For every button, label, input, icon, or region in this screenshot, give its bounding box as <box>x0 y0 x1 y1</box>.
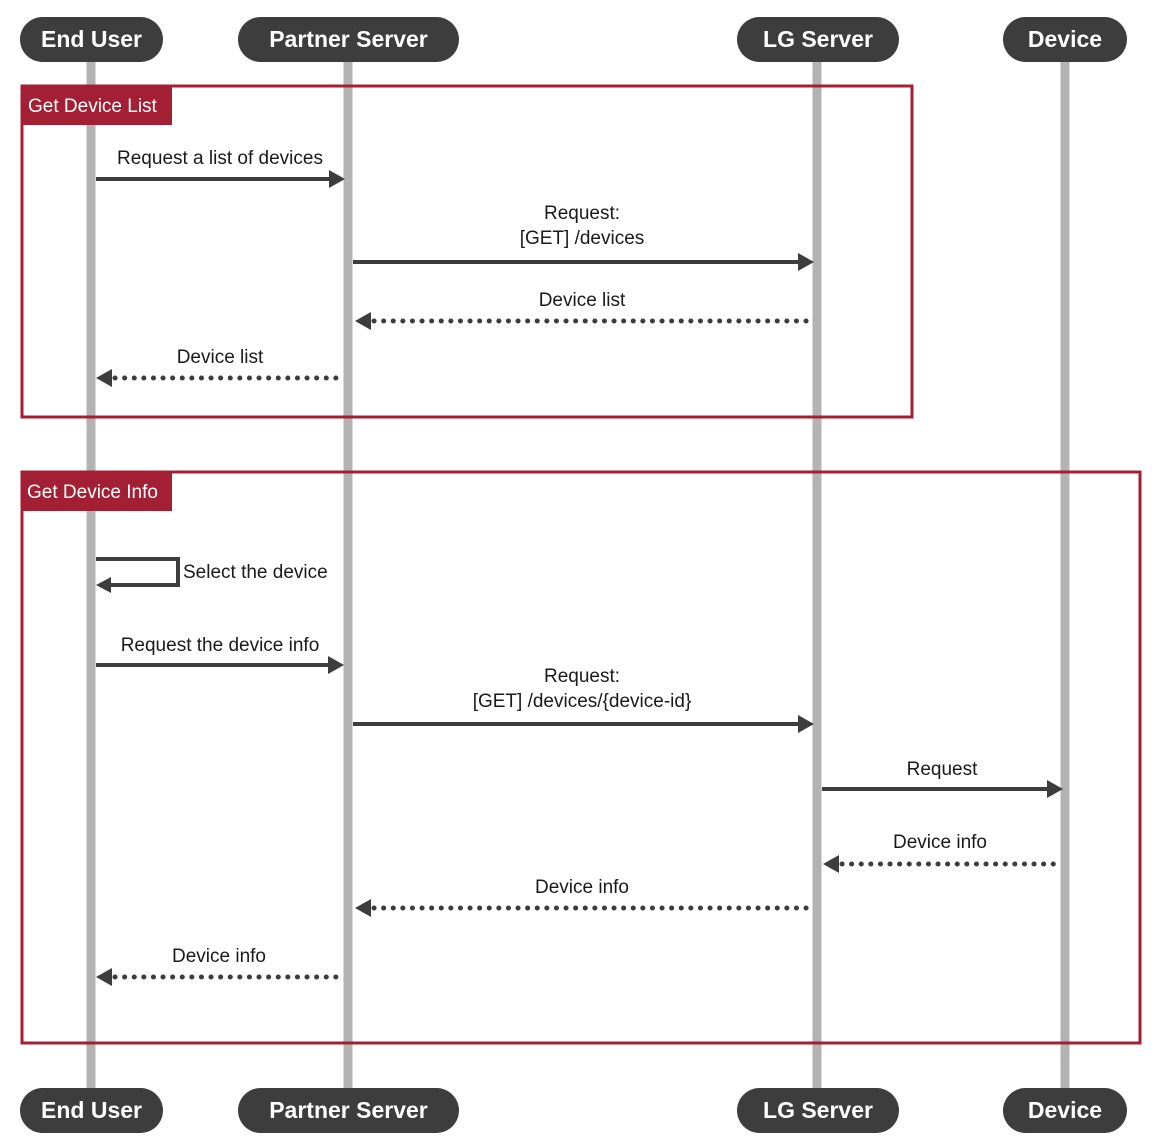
participant-pill <box>20 17 163 62</box>
message-label: Request <box>907 759 978 780</box>
participant-lg-server-bottom: LG Server <box>737 1088 899 1133</box>
message-device-info-to-partner: Device info <box>355 877 811 917</box>
arrowhead-right-icon <box>329 170 345 188</box>
participant-label: Device <box>1028 1097 1102 1123</box>
frame-tag <box>22 472 172 511</box>
frame-label: Get Device Info <box>27 482 158 503</box>
frame-label: Get Device List <box>28 96 158 117</box>
message-label: Select the device <box>183 562 328 583</box>
participant-pill <box>737 1088 899 1133</box>
message-label: Device info <box>172 946 266 967</box>
frame-border <box>20 84 914 419</box>
participant-lg-server-top: LG Server <box>737 17 899 62</box>
participant-pill <box>238 17 459 62</box>
arrowhead-left-icon <box>355 899 371 917</box>
participant-partner-server-top: Partner Server <box>238 17 459 62</box>
message-get-device-by-id: Request: [GET] /devices/{device-id} <box>353 666 814 733</box>
participant-end-user-top: End User <box>20 17 163 62</box>
message-device-list-to-user: Device list <box>96 347 344 387</box>
participant-device-top: Device <box>1003 17 1127 62</box>
participant-device-bottom: Device <box>1003 1088 1127 1133</box>
arrowhead-left-icon <box>823 855 839 873</box>
message-label: Device list <box>539 290 626 311</box>
frame-tag <box>22 86 172 125</box>
participant-label: Device <box>1028 26 1102 52</box>
message-label: [GET] /devices/{device-id} <box>473 691 692 712</box>
message-label: [GET] /devices <box>520 228 645 249</box>
participant-pill <box>20 1088 163 1133</box>
message-select-device: Select the device <box>96 557 328 593</box>
participant-pill <box>238 1088 459 1133</box>
message-label: Device list <box>177 347 264 368</box>
message-request-device-list: Request a list of devices <box>96 148 345 188</box>
participant-label: End User <box>41 26 142 52</box>
participant-end-user-bottom: End User <box>20 1088 163 1133</box>
participant-pill <box>1003 1088 1127 1133</box>
participant-label: Partner Server <box>269 26 428 52</box>
arrowhead-left-icon <box>96 577 111 593</box>
message-get-devices: Request: [GET] /devices <box>353 203 814 271</box>
message-label: Device info <box>893 832 987 853</box>
arrowhead-left-icon <box>96 968 112 986</box>
message-request-to-device: Request <box>822 759 1063 798</box>
participant-label: LG Server <box>763 1097 873 1123</box>
frame-get-device-list: Get Device List <box>20 84 914 419</box>
participant-pill <box>737 17 899 62</box>
message-label: Device info <box>535 877 629 898</box>
message-label: Request: <box>544 666 620 687</box>
arrowhead-right-icon <box>798 715 814 733</box>
participant-label: Partner Server <box>269 1097 428 1123</box>
arrowhead-left-icon <box>355 312 371 330</box>
arrowhead-right-icon <box>328 656 344 674</box>
frame-get-device-info: Get Device Info <box>20 470 1142 1045</box>
message-request-device-info: Request the device info <box>96 635 344 674</box>
message-device-info-from-device: Device info <box>823 832 1059 873</box>
self-message-line <box>96 557 180 587</box>
participant-pill <box>1003 17 1127 62</box>
arrowhead-right-icon <box>798 253 814 271</box>
arrowhead-right-icon <box>1047 780 1063 798</box>
frame-border <box>20 470 1142 1045</box>
arrowhead-left-icon <box>96 369 112 387</box>
message-label: Request a list of devices <box>117 148 323 169</box>
message-label: Request: <box>544 203 620 224</box>
message-device-list-response: Device list <box>355 290 811 330</box>
participant-label: End User <box>41 1097 142 1123</box>
participant-partner-server-bottom: Partner Server <box>238 1088 459 1133</box>
message-device-info-to-user: Device info <box>96 946 344 986</box>
message-label: Request the device info <box>121 635 320 656</box>
participant-label: LG Server <box>763 26 873 52</box>
